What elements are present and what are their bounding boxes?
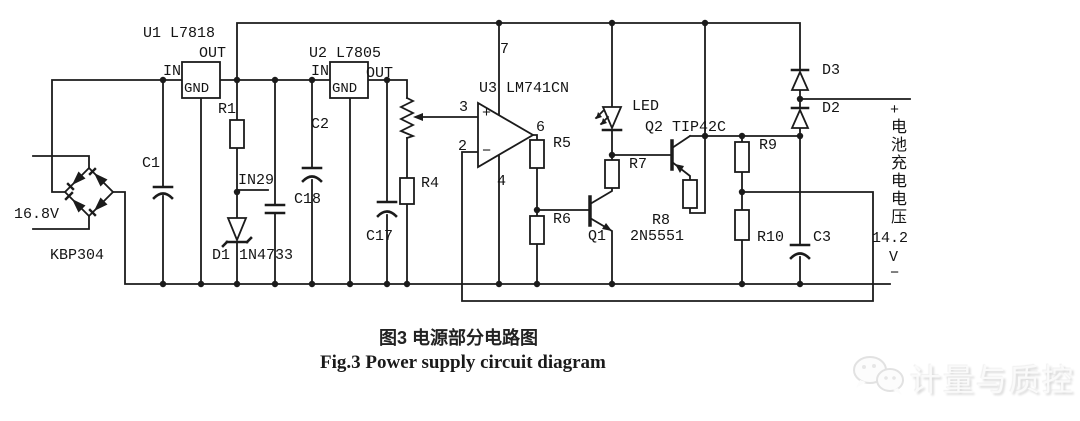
label-r9: R9 — [759, 137, 778, 154]
label-u1-in: IN — [163, 63, 182, 80]
label-d1: D1 1N4733 — [212, 247, 294, 264]
label-bridge: KBP304 — [50, 247, 105, 264]
watermark-text: 计量与质控 — [910, 363, 1075, 398]
label-pin7: 7 — [500, 41, 510, 58]
transistor-q2-symbol — [670, 139, 684, 173]
label-r1: R1 — [218, 101, 237, 118]
junction-dots — [159, 19, 804, 288]
opamp-triangle — [477, 101, 535, 169]
wechat-icon — [853, 356, 904, 395]
label-r8: R8 — [652, 212, 671, 229]
label-u2-gnd: GND — [332, 81, 358, 97]
potentiometer — [398, 96, 423, 140]
figure-caption-en: Fig.3 Power supply circuit diagram — [320, 352, 606, 373]
label-c3: C3 — [813, 229, 832, 246]
label-u3: U3 LM741CN — [479, 80, 570, 97]
label-q2: Q2 TIP42C — [645, 119, 727, 136]
label-r7: R7 — [629, 156, 648, 173]
label-d2: D2 — [822, 100, 841, 117]
led-symbol — [594, 106, 623, 131]
label-pin6: 6 — [536, 119, 546, 136]
label-c2: C2 — [311, 116, 330, 133]
label-u2-out: OUT — [366, 65, 394, 82]
label-c18: C18 — [294, 191, 322, 208]
opamp-plus-sign: + — [482, 105, 492, 122]
label-pin3: 3 — [459, 99, 469, 116]
label-q1-part: 2N5551 — [630, 228, 685, 245]
label-c17: C17 — [366, 228, 394, 245]
battery-charging-voltage-label: 电池充电电压 — [887, 118, 905, 226]
label-c1: C1 — [142, 155, 161, 172]
label-u1-gnd: GND — [184, 81, 210, 97]
label-u2: U2 L7805 — [309, 45, 382, 62]
label-r6: R6 — [553, 211, 572, 228]
regulator-u2-box — [329, 61, 369, 99]
diode-d2-symbol — [790, 107, 810, 129]
battery-voltage-value: 14.2 — [872, 230, 909, 247]
label-source-voltage: 16.8V — [14, 206, 60, 223]
bridge-rectifier-symbol — [63, 166, 115, 218]
label-pin4: 4 — [497, 173, 507, 190]
label-r10: R10 — [757, 229, 785, 246]
label-in29: IN29 — [238, 172, 275, 189]
battery-minus-sign: − — [890, 265, 900, 282]
resistor-boxes — [229, 119, 750, 245]
label-u2-in: IN — [311, 63, 330, 80]
figure-caption-zh: 图3 电源部分电路图 — [379, 328, 539, 348]
label-led: LED — [632, 98, 660, 115]
battery-plus-sign: + — [890, 102, 900, 119]
battery-voltage-unit: V — [889, 249, 899, 266]
label-r5: R5 — [553, 135, 572, 152]
diode-d3-symbol — [790, 69, 810, 91]
label-u1-out: OUT — [199, 45, 227, 62]
regulator-u1-box — [181, 61, 221, 99]
label-pin2: 2 — [458, 138, 468, 155]
opamp-minus-sign: − — [482, 143, 492, 160]
transistor-q1-symbol — [588, 195, 612, 231]
zener-d1-symbol — [226, 217, 248, 243]
label-u1: U1 L7818 — [143, 25, 216, 42]
label-r4: R4 — [421, 175, 440, 192]
label-q1: Q1 — [588, 228, 607, 245]
watermark: 计量与质控 — [846, 350, 1076, 410]
label-d3: D3 — [822, 62, 841, 79]
